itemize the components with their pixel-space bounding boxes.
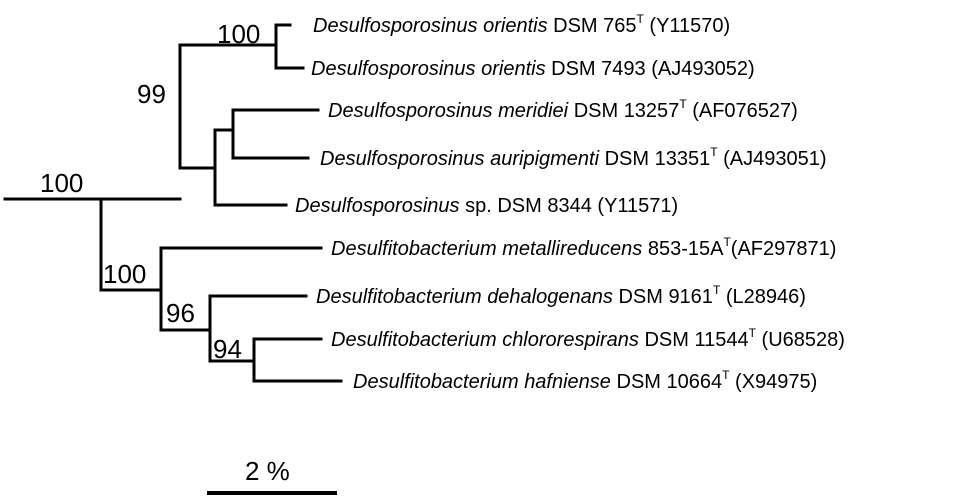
taxon-label: Desulfitobacterium metallireducens 853-1… xyxy=(331,235,836,260)
taxon-label: Desulfitobacterium dehalogenans DSM 9161… xyxy=(316,283,806,308)
bootstrap-chloro-hafniense: 94 xyxy=(213,334,242,364)
scale-bar: 2 % xyxy=(207,456,337,495)
tree-branches xyxy=(3,23,343,383)
taxon-label: Desulfitobacterium hafniense DSM 10664T … xyxy=(353,368,817,393)
bootstrap-desulfitobacterium: 100 xyxy=(103,259,146,289)
taxon-label: Desulfosporosinus orientis DSM 765T (Y11… xyxy=(313,12,730,37)
taxon-label: Desulfosporosinus meridiei DSM 13257T (A… xyxy=(328,97,798,122)
bootstrap-orientis: 100 xyxy=(217,19,260,49)
bootstrap-values: 100 99 100 100 96 94 xyxy=(40,19,260,364)
taxon-label: Desulfosporosinus auripigmenti DSM 13351… xyxy=(320,145,827,170)
taxon-label: Desulfosporosinus orientis DSM 7493 (AJ4… xyxy=(311,58,755,80)
bootstrap-desulfosporosinus: 99 xyxy=(137,79,166,109)
bootstrap-root: 100 xyxy=(40,168,83,198)
bootstrap-dehalo-group: 96 xyxy=(166,298,195,328)
taxon-label: Desulfosporosinus sp. DSM 8344 (Y11571) xyxy=(295,195,678,217)
taxon-label: Desulfitobacterium chlororespirans DSM 1… xyxy=(331,326,845,351)
taxon-labels: Desulfosporosinus orientis DSM 765T (Y11… xyxy=(295,12,845,393)
scale-bar-label: 2 % xyxy=(245,456,290,486)
